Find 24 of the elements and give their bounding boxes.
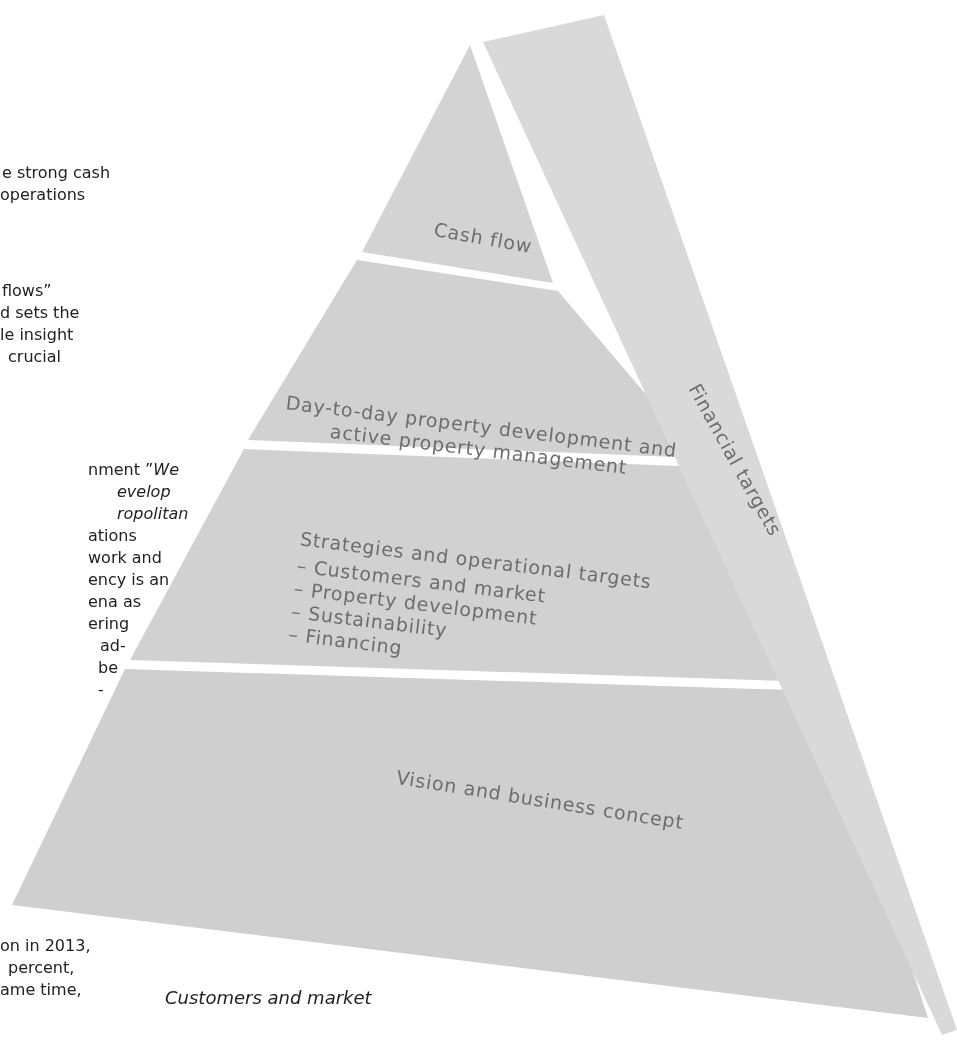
body-text-fragment: evelop <box>117 482 171 502</box>
body-text-fragment: ering <box>88 614 130 634</box>
body-text-fragment: ena as <box>88 592 141 612</box>
body-text-fragment: percent, <box>8 958 75 978</box>
body-text-fragment: le insight <box>0 325 74 345</box>
body-text-fragment: operations <box>0 185 86 205</box>
body-text-fragment: e strong cash <box>2 163 110 183</box>
body-text-fragment: be <box>98 658 118 678</box>
body-text-fragment: work and <box>88 548 162 568</box>
body-text-fragment: d sets the <box>0 303 80 323</box>
body-text-fragment: flows” <box>2 281 52 301</box>
body-text-fragment: - <box>98 680 104 700</box>
body-text-fragment: ropolitan <box>117 504 189 524</box>
body-text-fragment: on in 2013, <box>0 936 91 956</box>
body-text-fragment: ame time, <box>0 980 82 1000</box>
body-text-fragment: ency is an <box>88 570 170 590</box>
layer-label: Vision and business concept <box>394 765 686 835</box>
body-text-fragment: nment ”We <box>88 460 180 480</box>
layer-label: Cash flow <box>432 218 534 258</box>
body-text-fragment: ations <box>88 526 137 546</box>
body-text-fragment: crucial <box>8 347 61 367</box>
section-heading: Customers and market <box>165 988 372 1008</box>
layer-label: Day-to-day property development and active property management <box>283 390 680 481</box>
body-text-fragment: ad- <box>100 636 126 656</box>
